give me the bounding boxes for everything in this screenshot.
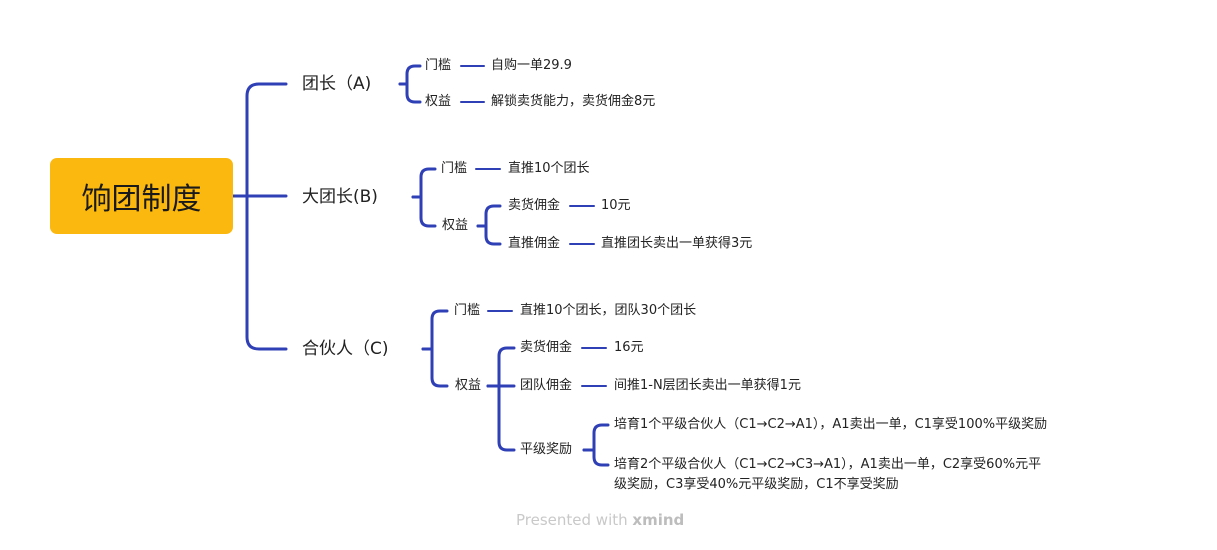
topic-c-threshold-value-text: 直推10个团长，团队30个团长 <box>520 303 697 318</box>
topic-b-sales-commission-label: 卖货佣金 <box>508 198 561 213</box>
topic-datuanzhang-b[interactable]: 大团长(B) <box>302 189 378 206</box>
topic-b-rights[interactable]: 权益 <box>442 219 468 232</box>
topic-a-rights-label: 权益 <box>425 94 452 109</box>
connector-B-rights-sales <box>476 204 502 228</box>
topic-c-peer-reward-item-2-text: 培育2个平级合伙人（C1→C2→C3→A1），A1卖出一单，C2享受60%元平级… <box>614 457 1042 492</box>
topic-c-threshold-label: 门槛 <box>454 303 481 318</box>
topic-tuanzhang-a-label: 团长（A) <box>302 74 372 94</box>
connector-C-rights <box>421 347 449 388</box>
topic-c-peer-reward-item-1-text: 培育1个平级合伙人（C1→C2→A1），A1卖出一单，C1享受100%平级奖励 <box>614 417 1048 432</box>
topic-a-rights-value-text: 解锁卖货能力，卖货佣金8元 <box>491 94 656 109</box>
connector-root-to-C <box>231 194 288 351</box>
connector-A-rights <box>398 82 422 104</box>
topic-c-peer-reward-item-1[interactable]: 培育1个平级合伙人（C1→C2→A1），A1卖出一单，C1享受100%平级奖励 <box>614 418 1047 431</box>
topic-a-threshold-value-text: 自购一单29.9 <box>491 58 572 73</box>
topic-c-sales-commission-value[interactable]: 16元 <box>614 341 644 354</box>
topic-tuanzhang-a[interactable]: 团长（A) <box>302 76 371 93</box>
topic-hehuoren-c-label: 合伙人（C) <box>302 339 389 359</box>
topic-c-team-commission-value-text: 间推1-N层团长卖出一单获得1元 <box>614 378 801 393</box>
connector-C-peer-1 <box>582 423 610 452</box>
topic-b-threshold-value[interactable]: 直推10个团长 <box>508 162 590 175</box>
topic-c-peer-reward[interactable]: 平级奖励 <box>520 443 572 456</box>
topic-c-team-commission[interactable]: 团队佣金 <box>520 379 572 392</box>
topic-a-threshold[interactable]: 门槛 <box>425 59 451 72</box>
watermark-brand: xmind <box>632 511 685 529</box>
topic-c-peer-reward-item-2[interactable]: 培育2个平级合伙人（C1→C2→C3→A1），A1卖出一单，C2享受60%元平级… <box>614 455 1054 495</box>
connector-B-rights-direct <box>476 224 502 246</box>
connector-C-threshold <box>421 309 449 351</box>
topic-a-rights[interactable]: 权益 <box>425 95 451 108</box>
topic-c-peer-reward-label: 平级奖励 <box>520 442 573 457</box>
topic-b-sales-commission[interactable]: 卖货佣金 <box>508 199 560 212</box>
topic-c-threshold[interactable]: 门槛 <box>454 304 480 317</box>
topic-c-rights[interactable]: 权益 <box>455 379 481 392</box>
topic-a-threshold-label: 门槛 <box>425 58 452 73</box>
topic-datuanzhang-b-label: 大团长(B) <box>302 187 378 207</box>
topic-c-team-commission-label: 团队佣金 <box>520 378 573 393</box>
connector-C-rights-sales <box>486 346 516 388</box>
topic-c-team-commission-value[interactable]: 间推1-N层团长卖出一单获得1元 <box>614 379 801 392</box>
connector-root-to-A <box>231 82 288 198</box>
topic-c-sales-commission-value-text: 16元 <box>614 340 644 355</box>
topic-b-sales-commission-value[interactable]: 10元 <box>601 199 631 212</box>
root-topic-label: 饷团制度 <box>81 182 202 217</box>
connector-C-peer-2 <box>582 448 610 467</box>
connector-B-threshold <box>411 167 437 199</box>
topic-hehuoren-c[interactable]: 合伙人（C) <box>302 341 389 358</box>
connector-B-rights <box>411 195 437 228</box>
topic-c-threshold-value[interactable]: 直推10个团长，团队30个团长 <box>520 304 696 317</box>
connector-C-rights-peer <box>486 384 516 452</box>
topic-b-direct-commission-value-text: 直推团长卖出一单获得3元 <box>601 236 753 251</box>
topic-b-direct-commission-value[interactable]: 直推团长卖出一单获得3元 <box>601 237 752 250</box>
root-topic[interactable]: 饷团制度 <box>50 158 233 234</box>
topic-c-sales-commission-label: 卖货佣金 <box>520 340 573 355</box>
topic-b-rights-label: 权益 <box>442 218 469 233</box>
topic-b-direct-commission-label: 直推佣金 <box>508 236 561 251</box>
topic-c-rights-label: 权益 <box>455 378 482 393</box>
topic-c-sales-commission[interactable]: 卖货佣金 <box>520 341 572 354</box>
topic-b-sales-commission-value-text: 10元 <box>601 198 631 213</box>
watermark-prefix: Presented with <box>516 511 628 529</box>
connector-A-threshold <box>398 64 422 86</box>
topic-a-threshold-value[interactable]: 自购一单29.9 <box>491 59 572 72</box>
topic-a-rights-value[interactable]: 解锁卖货能力，卖货佣金8元 <box>491 95 655 108</box>
topic-b-threshold[interactable]: 门槛 <box>441 162 467 175</box>
xmind-watermark: Presented with xmind <box>516 511 684 529</box>
topic-b-direct-commission[interactable]: 直推佣金 <box>508 237 560 250</box>
topic-b-threshold-label: 门槛 <box>441 161 468 176</box>
topic-b-threshold-value-text: 直推10个团长 <box>508 161 590 176</box>
